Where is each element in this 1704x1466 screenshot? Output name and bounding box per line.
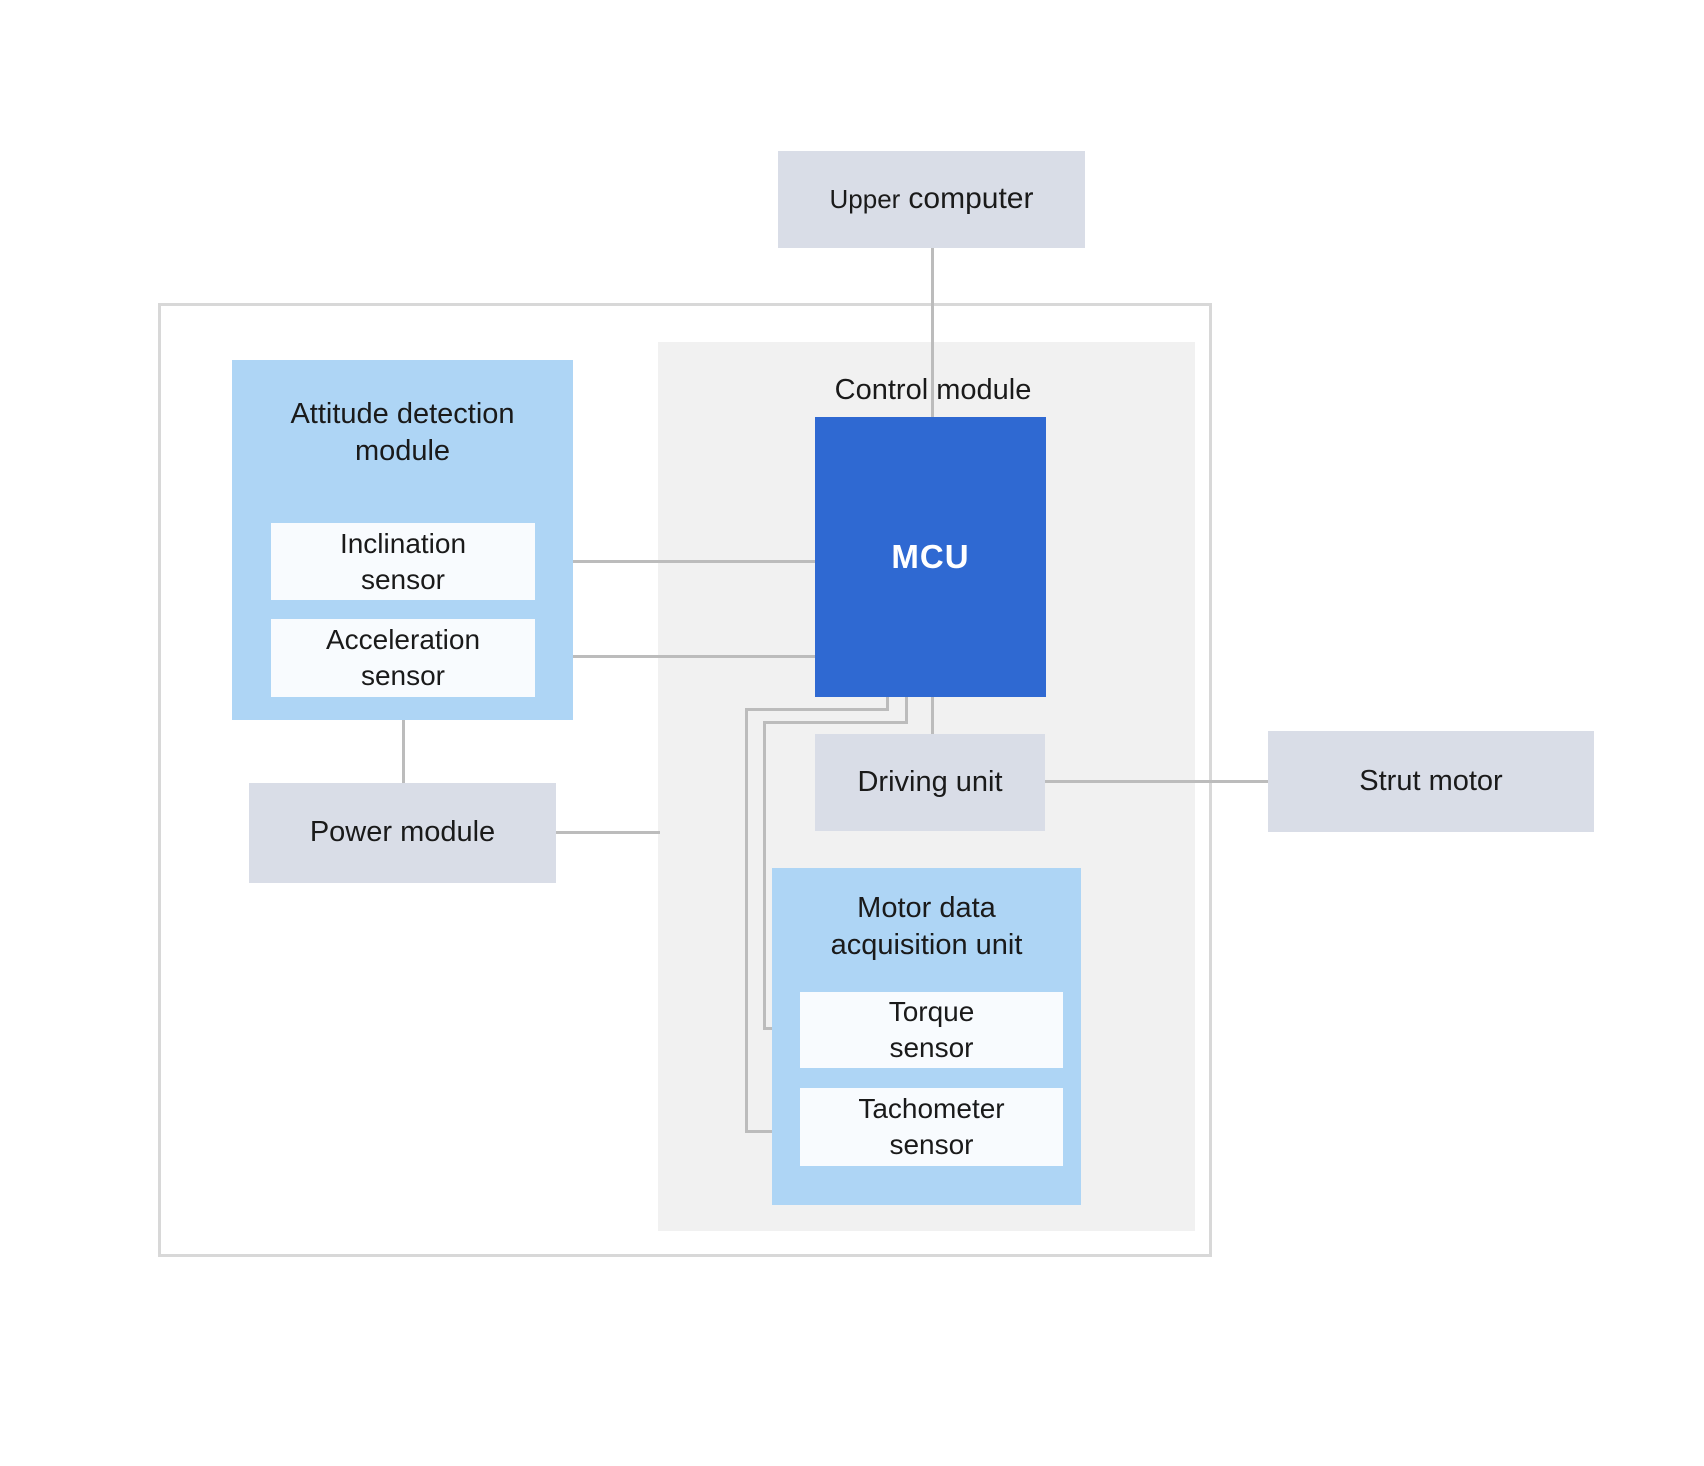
- attitude-detection-module-label: Attitude detection module: [290, 398, 515, 468]
- torque-sensor-label: Torque sensor: [888, 996, 975, 1063]
- connector-mcu-to-tachometer-seg1: [886, 697, 889, 711]
- upper-computer-box: Upper computer: [778, 151, 1085, 248]
- connector-power-to-control-panel: [556, 831, 660, 834]
- mcu-box: MCU: [815, 417, 1046, 697]
- driving-unit-label: Driving unit: [857, 765, 1003, 798]
- strut-motor-box: Strut motor: [1268, 731, 1594, 832]
- connector-attitude-to-power: [402, 720, 405, 783]
- inclination-sensor-box: Inclination sensor: [271, 523, 535, 600]
- acceleration-sensor-label: Acceleration sensor: [325, 624, 481, 691]
- inclination-sensor-label: Inclination sensor: [339, 527, 467, 595]
- connector-mcu-to-tachometer-seg3: [745, 708, 748, 1133]
- connector-mcu-to-torque-seg1: [905, 697, 908, 724]
- control-module-label-text: Control module: [834, 373, 1032, 406]
- connector-upper-computer-to-mcu: [931, 248, 934, 417]
- power-module-label: Power module: [309, 816, 496, 849]
- tachometer-sensor-box: Tachometer sensor: [800, 1088, 1063, 1166]
- driving-unit-box: Driving unit: [815, 734, 1045, 831]
- power-module-box: Power module: [249, 783, 556, 883]
- connector-mcu-to-tachometer-seg2: [745, 708, 889, 711]
- mcu-label: MCU: [891, 537, 970, 575]
- motor-data-acquisition-unit-label: Motor data acquisition unit: [830, 892, 1023, 962]
- connector-mcu-to-driving-unit: [931, 697, 934, 734]
- connector-inclination-to-mcu: [535, 560, 815, 563]
- connector-mcu-to-torque-seg2: [763, 721, 908, 724]
- acceleration-sensor-box: Acceleration sensor: [271, 619, 535, 697]
- connector-mcu-to-torque-seg3: [763, 721, 766, 1030]
- upper-computer-label-prefix: Upper: [829, 183, 901, 214]
- strut-motor-label: Strut motor: [1359, 764, 1503, 797]
- connector-acceleration-to-mcu: [535, 655, 815, 658]
- connector-driving-unit-to-strut-motor: [1045, 780, 1268, 783]
- torque-sensor-box: Torque sensor: [800, 992, 1063, 1068]
- tachometer-sensor-label: Tachometer sensor: [858, 1093, 1005, 1160]
- upper-computer-label-suffix: computer: [908, 182, 1034, 216]
- control-module-label: Control module: [733, 370, 1133, 410]
